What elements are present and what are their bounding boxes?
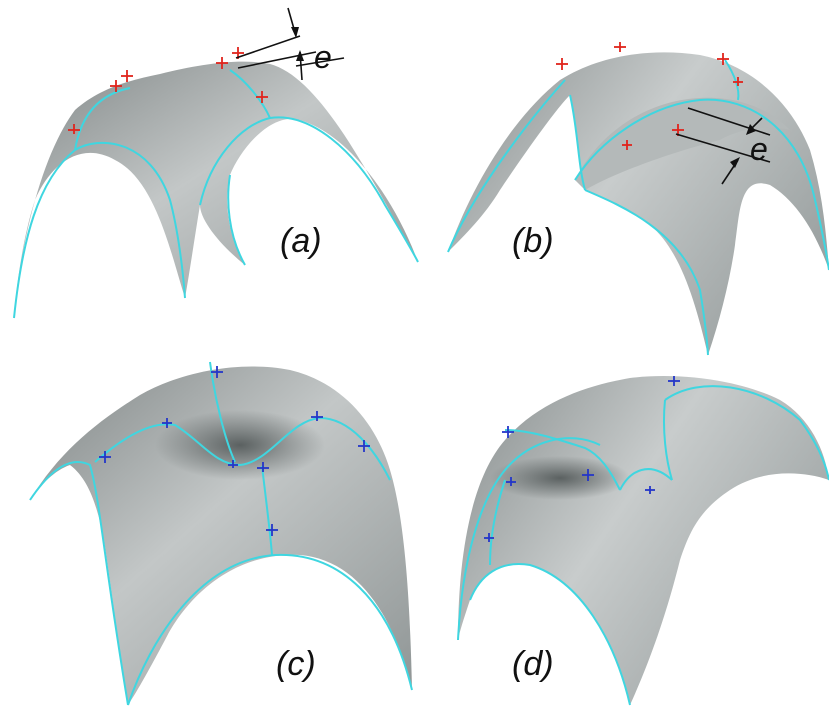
cross-marker bbox=[484, 376, 680, 542]
edge-curve bbox=[489, 479, 506, 566]
dimension-label-e: e bbox=[314, 39, 332, 75]
surface-dip bbox=[155, 410, 325, 480]
edge-curve bbox=[94, 416, 391, 481]
panel-b: e (b) bbox=[447, 42, 829, 356]
edge-curve bbox=[127, 553, 413, 706]
surface-dip bbox=[490, 456, 630, 500]
edge-curve bbox=[199, 116, 419, 263]
surface-b bbox=[448, 52, 829, 355]
edge-curve bbox=[569, 94, 586, 191]
edge-curve bbox=[29, 460, 129, 706]
edge-curve bbox=[504, 429, 621, 491]
edge-curve bbox=[261, 465, 273, 556]
cross-marker bbox=[99, 366, 370, 536]
edge-curve bbox=[619, 468, 673, 491]
edge-curve bbox=[13, 141, 186, 319]
panel-a: e (a) bbox=[13, 7, 419, 319]
edge-curve bbox=[447, 79, 566, 253]
edge-curve bbox=[584, 189, 709, 356]
cross-marker bbox=[556, 42, 743, 150]
edge-curve bbox=[227, 174, 246, 266]
edge-curve bbox=[74, 87, 131, 151]
dimension-marker: e bbox=[675, 107, 771, 185]
edge-curve bbox=[663, 399, 673, 481]
panel-label-c: (c) bbox=[276, 645, 316, 683]
edge-curve bbox=[664, 385, 829, 481]
dimension-label-e: e bbox=[750, 131, 768, 167]
panel-label-b: (b) bbox=[512, 222, 554, 260]
surface-b-fold bbox=[575, 97, 790, 190]
edge-curve bbox=[574, 98, 829, 271]
surface-a bbox=[14, 61, 418, 318]
panel-label-a: (a) bbox=[280, 222, 322, 260]
edge-curve bbox=[229, 69, 271, 119]
edge-curve bbox=[469, 563, 631, 706]
edge-curve bbox=[457, 437, 601, 641]
panel-d: (d) bbox=[457, 376, 829, 706]
edge-curve bbox=[209, 361, 236, 463]
panel-c: (c) bbox=[29, 361, 413, 706]
dimension-marker: e bbox=[235, 7, 345, 81]
panel-label-d: (d) bbox=[512, 645, 554, 683]
